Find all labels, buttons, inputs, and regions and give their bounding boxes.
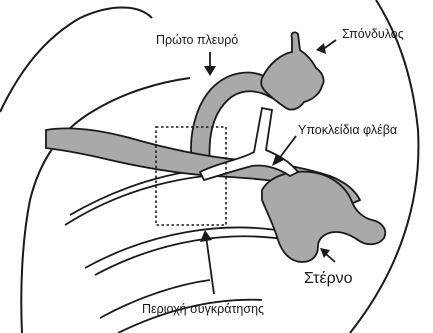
arrow-first-rib bbox=[204, 52, 216, 76]
body-outline-inner bbox=[21, 78, 190, 333]
rib-line bbox=[85, 228, 288, 269]
label-subclavian-vein: Υποκλείδια φλέβα bbox=[298, 124, 397, 137]
label-first-rib: Πρώτο πλευρό bbox=[156, 34, 238, 47]
label-compression-region: Περιοχή συγκράτησης bbox=[142, 303, 264, 316]
label-vertebra: Σπόνδυλος bbox=[342, 28, 404, 41]
body-outline-right bbox=[350, 0, 418, 333]
rib-line bbox=[95, 236, 290, 275]
arrow-sternum bbox=[320, 248, 335, 262]
arrow-vertebra bbox=[316, 40, 336, 54]
sternum bbox=[262, 172, 385, 262]
arrow-compression-region bbox=[200, 230, 214, 294]
body-outline bbox=[0, 8, 152, 113]
label-sternum: Στέρνο bbox=[304, 271, 353, 287]
